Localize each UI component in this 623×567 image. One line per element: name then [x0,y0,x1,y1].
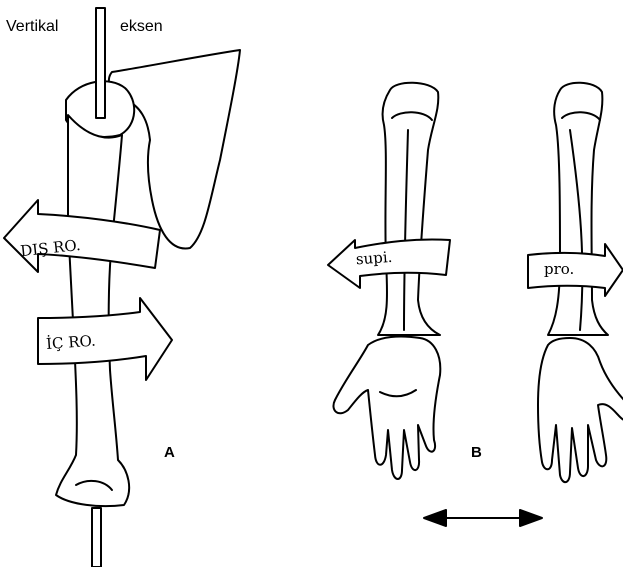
humerus [56,115,129,506]
movement-arrow-right [520,510,542,526]
supi-hand [333,336,440,479]
supi-forearm [378,83,440,335]
int-rotation-text: İÇ RO. [46,332,97,353]
vertical-axis-rod [96,8,105,118]
scapula [109,50,240,248]
pro-hand [538,338,623,482]
vertical-axis-rod-bottom [92,508,101,567]
movement-arrow-left [424,510,446,526]
supination-text: supi. [355,248,393,269]
pronation-text: pro. [544,260,574,278]
pro-forearm [548,83,608,335]
